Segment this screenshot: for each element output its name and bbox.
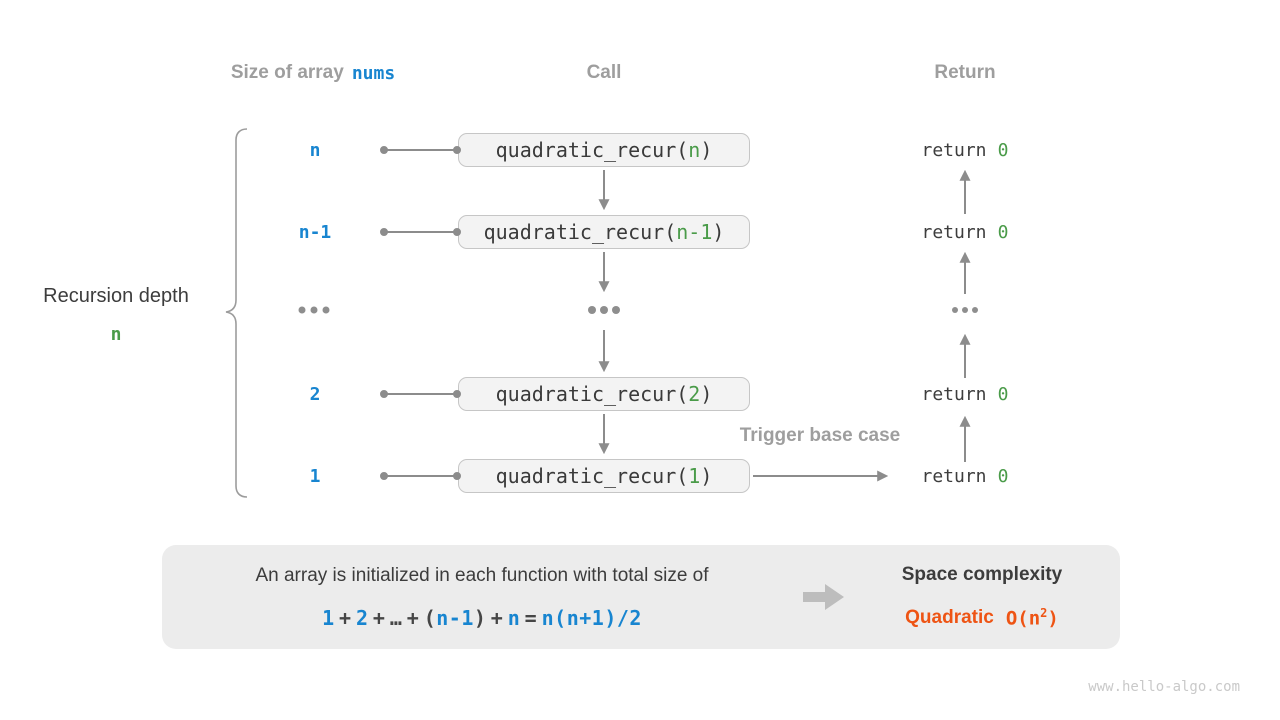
call-fn-suffix: ): [700, 382, 713, 406]
return-keyword: return: [921, 221, 987, 243]
return-keyword: return: [921, 139, 987, 161]
formula-term: 1: [322, 606, 335, 630]
call-arg: 1: [688, 464, 701, 488]
call-box-n: quadratic_recur(n): [458, 133, 750, 167]
call-fn-prefix: quadratic_recur(: [495, 138, 689, 162]
formula-equals: =: [524, 606, 538, 630]
call-fn-suffix: ): [700, 138, 713, 162]
return-item-2: return 0: [895, 382, 1035, 406]
call-box-n-1: quadratic_recur(n-1): [458, 215, 750, 249]
call-fn-suffix: ): [712, 220, 725, 244]
complexity-word: Quadratic: [905, 607, 994, 628]
return-item-1: return 0: [895, 464, 1035, 488]
call-fn-prefix: quadratic_recur(: [495, 464, 689, 488]
call-box-2: quadratic_recur(2): [458, 377, 750, 411]
return-value: 0: [997, 465, 1009, 487]
return-keyword: return: [921, 465, 987, 487]
formula-paren: ): [473, 606, 487, 630]
exponent: 2: [1040, 606, 1048, 621]
call-arg: n: [688, 138, 701, 162]
ellipsis-dots: [298, 306, 978, 314]
summary-text: An array is initialized in each function…: [255, 565, 709, 586]
size-label-n-1: n-1: [298, 221, 332, 243]
return-value: 0: [997, 383, 1009, 405]
space-complexity-value: Quadratic O(n2): [872, 604, 1092, 632]
size-connectors: [380, 146, 461, 480]
return-value: 0: [997, 221, 1009, 243]
formula-paren: (: [423, 606, 437, 630]
formula-result: n(n+1)/2: [541, 606, 642, 630]
recursion-depth-label: Recursion depth: [43, 284, 189, 307]
size-label-1: 1: [309, 465, 321, 487]
call-fn-suffix: ): [700, 464, 713, 488]
recursion-depth-brace: [225, 128, 248, 498]
call-arg: n-1: [676, 220, 713, 244]
formula-term: n: [507, 606, 521, 630]
call-arg: 2: [688, 382, 701, 406]
return-value: 0: [997, 139, 1009, 161]
formula-ellipsis: …: [389, 606, 403, 630]
formula-operator: +: [490, 606, 504, 630]
return-keyword: return: [921, 383, 987, 405]
size-label-2: 2: [309, 383, 321, 405]
header-size-of-array: Size of array nums: [163, 60, 463, 86]
recursion-depth-value: n: [110, 323, 122, 345]
call-fn-prefix: quadratic_recur(: [483, 220, 677, 244]
call-box-1: quadratic_recur(1): [458, 459, 750, 493]
summary-formula: 1+2+…+(n-1)+n=n(n+1)/2: [182, 603, 782, 633]
formula-operator: +: [406, 606, 420, 630]
header-size-of-array-label: Size of array: [230, 62, 344, 83]
header-call: Call: [586, 62, 622, 83]
big-o-notation: O(n2): [1005, 606, 1059, 630]
space-complexity-title: Space complexity: [901, 564, 1063, 585]
summary-panel: [162, 545, 1120, 649]
watermark-url: www.hello-algo.com: [1088, 679, 1240, 695]
formula-operator: +: [339, 606, 352, 630]
trigger-base-case-label: Trigger base case: [739, 425, 901, 446]
formula-term: 2: [355, 606, 369, 630]
call-fn-prefix: quadratic_recur(: [495, 382, 689, 406]
formula-operator: +: [372, 606, 386, 630]
return-item-n-1: return 0: [895, 220, 1035, 244]
formula-term: n-1: [436, 606, 474, 630]
header-return: Return: [934, 62, 996, 83]
header-nums-code: nums: [351, 62, 396, 84]
return-item-n: return 0: [895, 138, 1035, 162]
size-label-n: n: [309, 139, 321, 161]
